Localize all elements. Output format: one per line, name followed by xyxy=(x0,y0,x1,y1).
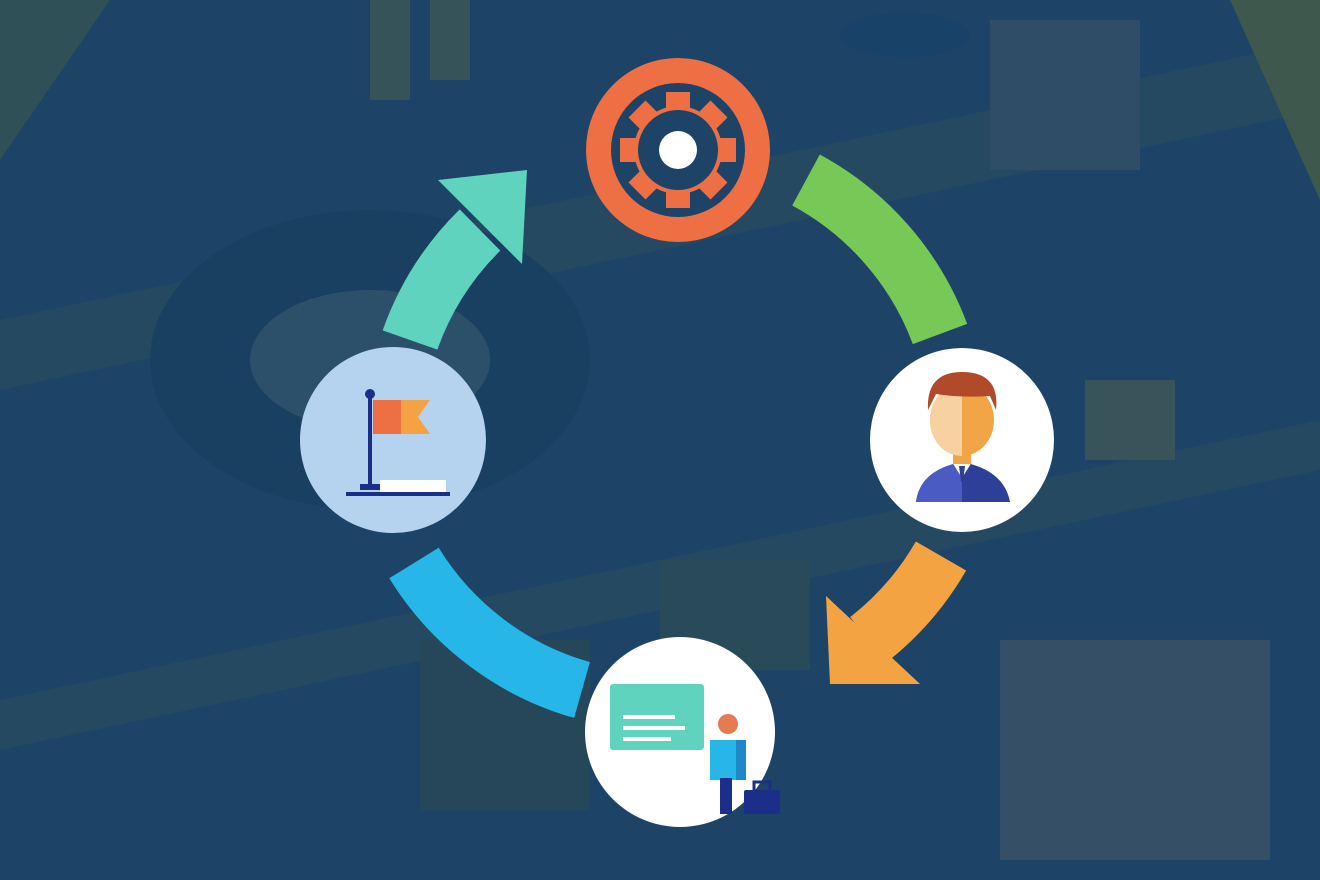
gear-icon xyxy=(586,58,770,242)
arrow-teal xyxy=(382,170,527,351)
flag-icon xyxy=(300,347,486,533)
businessman-icon xyxy=(870,348,1054,532)
arrow-orange xyxy=(826,541,967,684)
presenter-board-icon xyxy=(585,637,780,827)
arrow-green xyxy=(791,154,968,345)
arrow-blue xyxy=(389,547,591,718)
